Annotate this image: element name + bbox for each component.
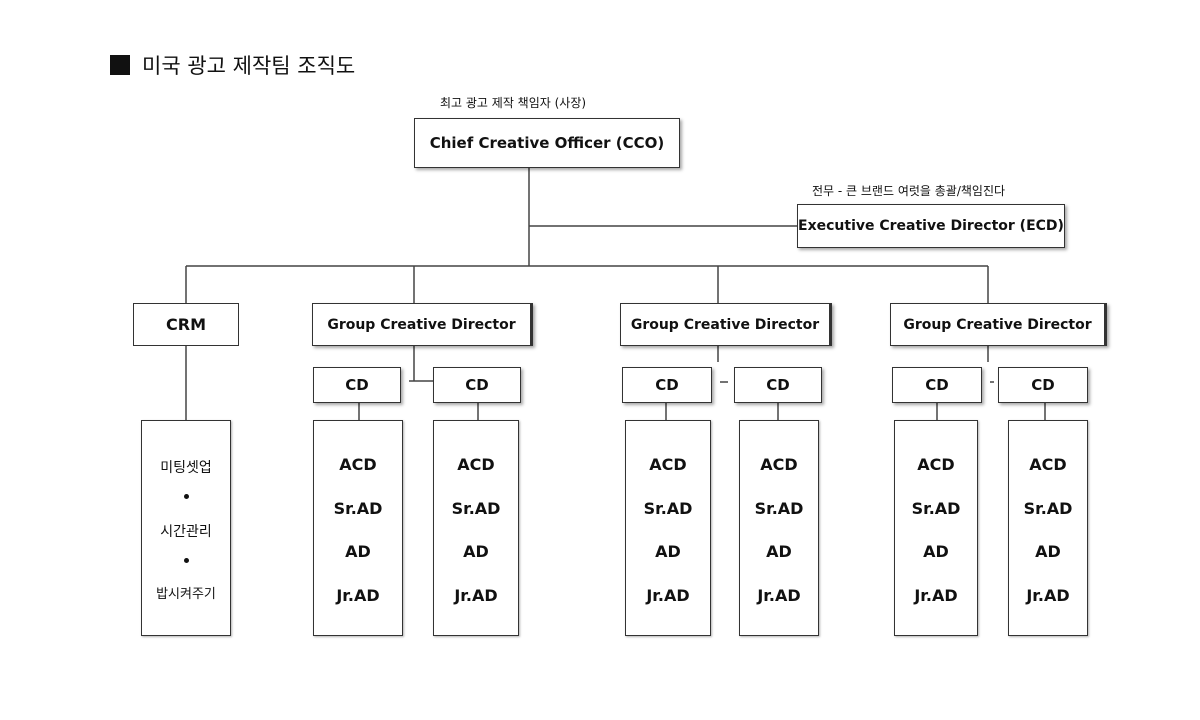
staff-role-sr-ad: Sr.AD — [643, 498, 693, 518]
crm-label: CRM — [166, 315, 206, 334]
staff-role-sr-ad: Sr.AD — [754, 498, 804, 518]
staff-role-acd: ACD — [649, 455, 687, 474]
staff-role-jr-ad: Jr.AD — [336, 585, 380, 605]
staff-role-acd: ACD — [339, 455, 377, 474]
staff-role-acd: ACD — [1029, 455, 1067, 474]
cco-label: Chief Creative Officer (CCO) — [429, 134, 665, 152]
creative-staff-list: ACD Sr.AD AD Jr.AD — [894, 420, 978, 636]
cco-box: Chief Creative Officer (CCO) — [414, 118, 680, 168]
staff-role-ad: AD — [766, 542, 792, 561]
bullet-dot-icon — [183, 558, 189, 563]
cd-box: CD — [622, 367, 712, 403]
staff-role-ad: AD — [923, 542, 949, 561]
group-creative-director-label: Group Creative Director — [903, 316, 1092, 333]
ecd-box: Executive Creative Director (ECD) — [797, 204, 1065, 248]
staff-role-jr-ad: Jr.AD — [914, 585, 958, 605]
staff-role-jr-ad: Jr.AD — [646, 585, 690, 605]
staff-role-ad: AD — [463, 542, 489, 561]
cd-box: CD — [433, 367, 521, 403]
cd-label: CD — [925, 376, 949, 394]
ecd-caption: 전무 - 큰 브랜드 여럿을 총괄/책임진다 — [812, 184, 1006, 198]
crm-task-ordering-meals: 밥시켜주기 — [156, 587, 216, 602]
creative-staff-list: ACD Sr.AD AD Jr.AD — [625, 420, 711, 636]
staff-role-ad: AD — [655, 542, 681, 561]
black-square-icon — [110, 55, 130, 75]
staff-role-sr-ad: Sr.AD — [451, 498, 501, 518]
group-creative-director-box: Group Creative Director — [620, 303, 832, 346]
cd-label: CD — [345, 376, 369, 394]
cd-label: CD — [465, 376, 489, 394]
creative-staff-list: ACD Sr.AD AD Jr.AD — [433, 420, 519, 636]
bullet-dot-icon — [183, 494, 189, 499]
staff-role-acd: ACD — [760, 455, 798, 474]
creative-staff-list: ACD Sr.AD AD Jr.AD — [1008, 420, 1088, 636]
ecd-label: Executive Creative Director (ECD) — [798, 218, 1064, 234]
creative-staff-list: ACD Sr.AD AD Jr.AD — [739, 420, 819, 636]
cd-label: CD — [766, 376, 790, 394]
group-creative-director-box: Group Creative Director — [312, 303, 533, 346]
page-title-text: 미국 광고 제작팀 조직도 — [142, 54, 356, 78]
staff-role-acd: ACD — [457, 455, 495, 474]
cd-box: CD — [313, 367, 401, 403]
group-creative-director-label: Group Creative Director — [327, 316, 516, 333]
creative-staff-list: ACD Sr.AD AD Jr.AD — [313, 420, 403, 636]
staff-role-jr-ad: Jr.AD — [757, 585, 801, 605]
cd-label: CD — [1031, 376, 1055, 394]
cd-box: CD — [892, 367, 982, 403]
cd-box: CD — [998, 367, 1088, 403]
staff-role-jr-ad: Jr.AD — [454, 585, 498, 605]
staff-role-ad: AD — [1035, 542, 1061, 561]
cd-label: CD — [655, 376, 679, 394]
staff-role-acd: ACD — [917, 455, 955, 474]
cd-box: CD — [734, 367, 822, 403]
crm-task-list: 미팅셋업 시간관리 밥시켜주기 — [141, 420, 231, 636]
group-creative-director-label: Group Creative Director — [630, 316, 820, 333]
crm-task-meeting-setup: 미팅셋업 — [160, 460, 212, 476]
staff-role-ad: AD — [345, 542, 371, 561]
cco-caption: 최고 광고 제작 책임자 (사장) — [440, 96, 587, 110]
staff-role-sr-ad: Sr.AD — [333, 498, 383, 518]
staff-role-sr-ad: Sr.AD — [911, 498, 961, 518]
crm-box: CRM — [133, 303, 239, 346]
group-creative-director-box: Group Creative Director — [890, 303, 1107, 346]
staff-role-jr-ad: Jr.AD — [1026, 585, 1070, 605]
page-title: 미국 광고 제작팀 조직도 — [110, 50, 355, 80]
crm-task-time-management: 시간관리 — [160, 524, 212, 540]
staff-role-sr-ad: Sr.AD — [1023, 498, 1073, 518]
